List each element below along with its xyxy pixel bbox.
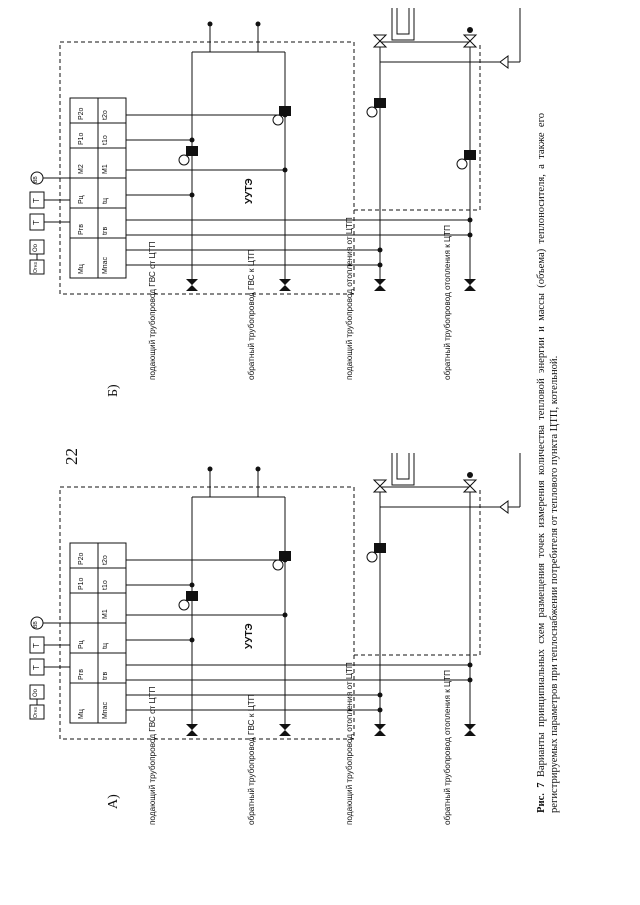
meter-top-cell: ВВ bbox=[33, 176, 39, 183]
meter-top-cell: Оо bbox=[33, 688, 39, 697]
meter-cell: t2о bbox=[102, 555, 109, 565]
meter-top-cell: Оо bbox=[33, 243, 39, 252]
meter-top-cell: ВВ bbox=[33, 621, 39, 628]
meter-cell: tц bbox=[102, 643, 109, 649]
meter-cell: M1 bbox=[102, 609, 109, 619]
figure-caption-text: Варианты принципиальных схем размещения … bbox=[536, 113, 560, 813]
meter-cell: M2 bbox=[78, 164, 85, 174]
meter-cell: Р2о bbox=[78, 552, 85, 565]
meter-cell: Мпас bbox=[102, 701, 109, 719]
meter-cell: tгв bbox=[102, 671, 109, 680]
figure-caption-label: Рис. 7 bbox=[536, 782, 547, 813]
meter-cell: t1о bbox=[102, 580, 109, 590]
meter-cell: Р1о bbox=[78, 132, 85, 145]
meter-cell: Мц bbox=[78, 264, 85, 274]
figure-caption: Рис. 7 Варианты принципиальных схем разм… bbox=[536, 113, 561, 813]
meter-cell: t1о bbox=[102, 135, 109, 145]
scheme-panel-a: подающий трубопровод ГВС от ЦТП обратный… bbox=[0, 453, 530, 905]
meter-cell: Рц bbox=[78, 195, 85, 204]
meter-cell: Мпас bbox=[102, 256, 109, 274]
meter-cell: tгв bbox=[102, 226, 109, 235]
scheme-panel-b: подающий трубопровод ГВС от ЦТП обратный… bbox=[0, 8, 530, 460]
meter-cell: M1 bbox=[102, 164, 109, 174]
meter-cell: Рц bbox=[78, 640, 85, 649]
meter-top-cell: T bbox=[32, 665, 41, 670]
meter-top-cell: T bbox=[32, 220, 41, 225]
meter-cell: tц bbox=[102, 198, 109, 204]
heat-meter-schematic-a bbox=[29, 453, 521, 740]
meter-top-cell: Огнз bbox=[33, 707, 39, 718]
heat-meter-schematic-b bbox=[29, 8, 521, 295]
meter-top-cell: Огнз bbox=[33, 262, 39, 273]
meter-cell: Р2о bbox=[78, 107, 85, 120]
meter-cell: Ргв bbox=[78, 224, 85, 235]
metering-unit-boundary bbox=[59, 486, 355, 740]
meter-cell: Ргв bbox=[78, 669, 85, 680]
meter-cell: t2о bbox=[102, 110, 109, 120]
meter-cell: Р1о bbox=[78, 577, 85, 590]
meter-top-cell: T bbox=[32, 643, 41, 648]
meter-cell: Мц bbox=[78, 709, 85, 719]
radiator-upper bbox=[391, 453, 415, 486]
meter-top-cell: T bbox=[32, 198, 41, 203]
